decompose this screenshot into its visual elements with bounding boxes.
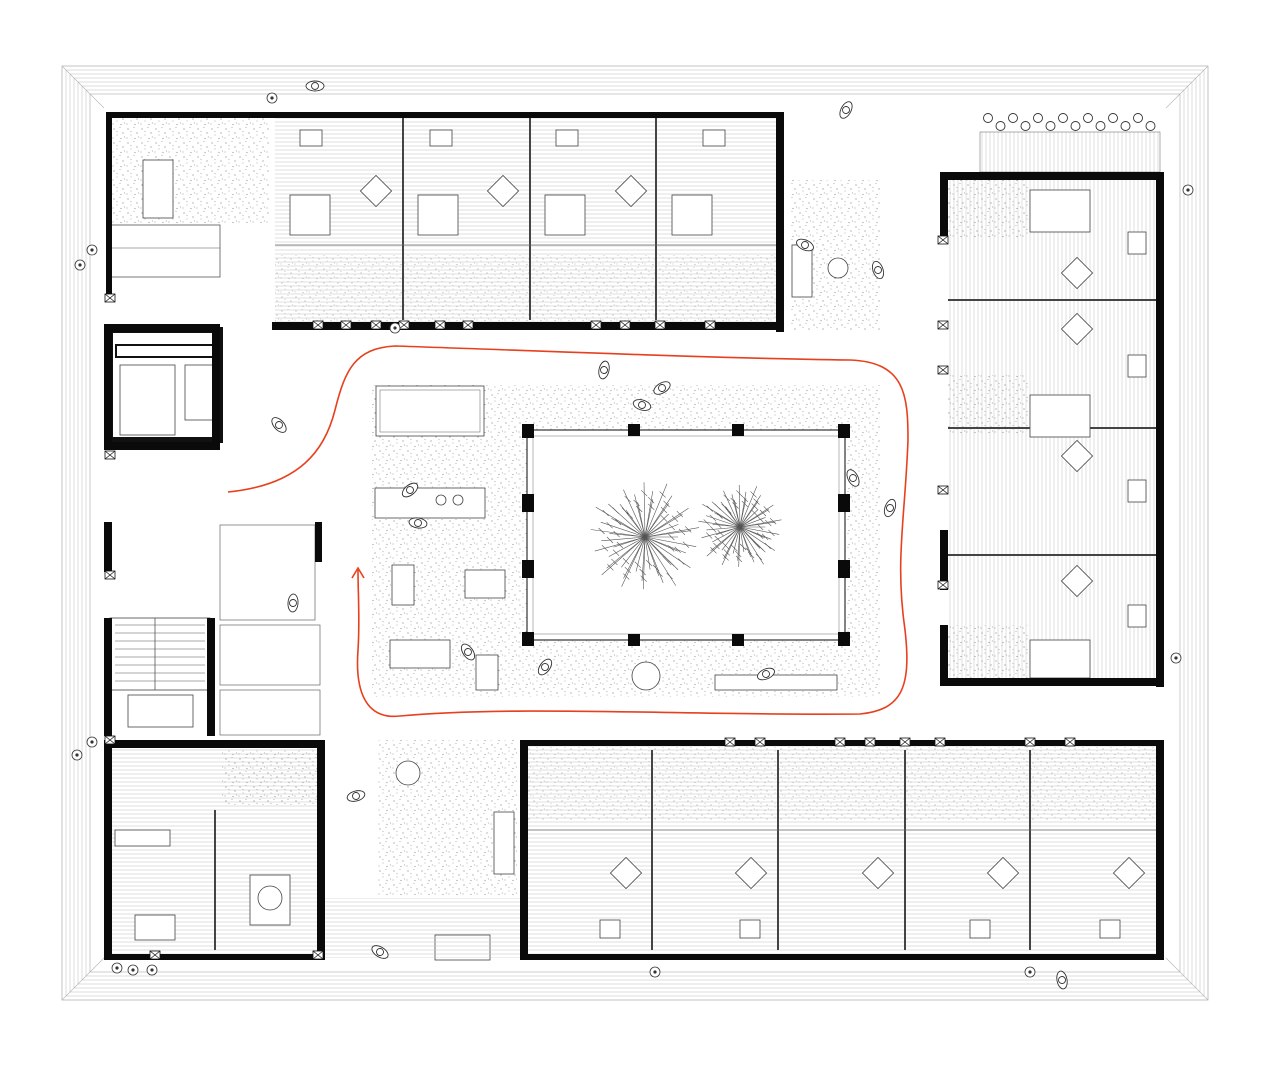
- east-wing: [948, 178, 1158, 680]
- south-wing: [528, 745, 1158, 955]
- outer-deck: [61, 65, 1209, 1001]
- north-wing: [275, 118, 780, 328]
- south-deck: [325, 898, 520, 958]
- central-courtyard: [372, 385, 880, 697]
- northeast-garden: [790, 180, 880, 330]
- southwest-block: [110, 745, 322, 955]
- northeast-deck: [979, 113, 1161, 173]
- northwest-service-block: [107, 118, 270, 443]
- west-stair: [109, 524, 321, 736]
- wall-openings: [104, 235, 1076, 960]
- circulation-path: [227, 345, 909, 718]
- courtyard-tree-2: [698, 484, 782, 567]
- people: [71, 80, 1194, 990]
- courtyard-tree-1: [590, 482, 700, 590]
